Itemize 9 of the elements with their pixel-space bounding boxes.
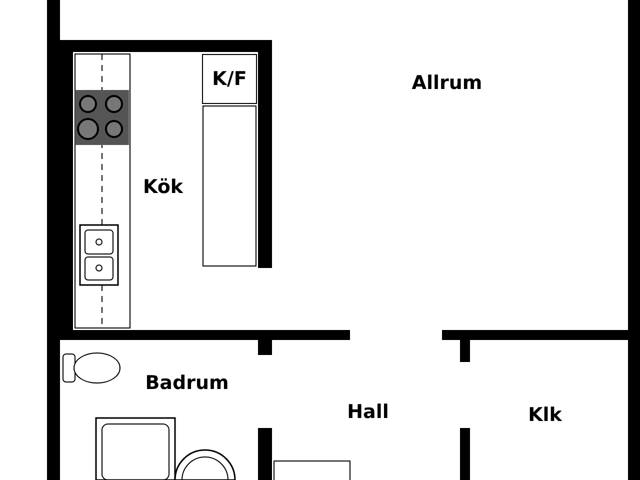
room-label: Hall [347,401,389,423]
room-label: Badrum [145,372,229,394]
cabinet [274,460,350,480]
room-label: Klk [528,404,562,426]
appliance-label: K/F [212,68,247,90]
cabinet [202,106,256,266]
fridge-freezer-box [202,54,257,104]
room-label: Allrum [412,72,482,94]
room-label: Kök [142,176,184,198]
